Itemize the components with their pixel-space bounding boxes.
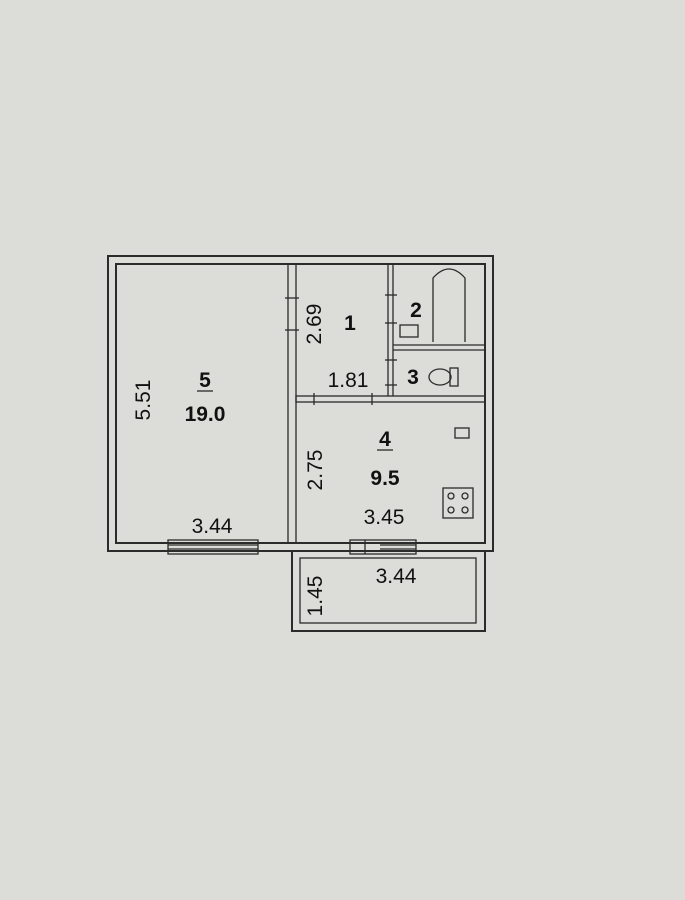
room-1-number: 1 xyxy=(344,312,356,335)
outer-walls xyxy=(107,255,494,632)
interior-walls xyxy=(287,263,486,544)
balcony-width: 3.44 xyxy=(376,565,417,588)
room-3-number: 3 xyxy=(407,366,419,389)
inner-wall-line xyxy=(115,263,486,544)
balcony-inner xyxy=(299,557,477,624)
room-4-number: 4 xyxy=(379,428,391,451)
kitchen-sink-icon xyxy=(454,427,470,439)
room-4-width: 3.45 xyxy=(364,506,405,529)
room-4-area: 9.5 xyxy=(370,467,400,490)
fixtures xyxy=(399,268,474,519)
room-1-width: 1.81 xyxy=(328,369,369,392)
windows xyxy=(167,539,417,555)
room-5-area: 19.0 xyxy=(185,403,226,426)
balcony-depth: 1.45 xyxy=(304,576,327,617)
sink-icon xyxy=(399,324,419,338)
door-marks xyxy=(285,294,397,405)
stove-icon xyxy=(442,487,474,519)
toilet-icon xyxy=(428,368,452,386)
balcony-outline xyxy=(291,550,486,632)
bathtub-icon xyxy=(432,268,466,342)
room-5-length: 5.51 xyxy=(132,380,155,421)
window-room-5 xyxy=(167,539,259,555)
outer-wall-line xyxy=(107,255,494,552)
room-5-number: 5 xyxy=(199,369,211,392)
room-2-number: 2 xyxy=(410,299,422,322)
window-room-4 xyxy=(349,539,417,555)
partition-kitchen xyxy=(295,395,486,403)
room-5-width: 3.44 xyxy=(192,515,233,538)
room-1-length: 2.69 xyxy=(303,304,326,345)
partition-living xyxy=(287,263,297,544)
room-4-length: 2.75 xyxy=(304,450,327,491)
